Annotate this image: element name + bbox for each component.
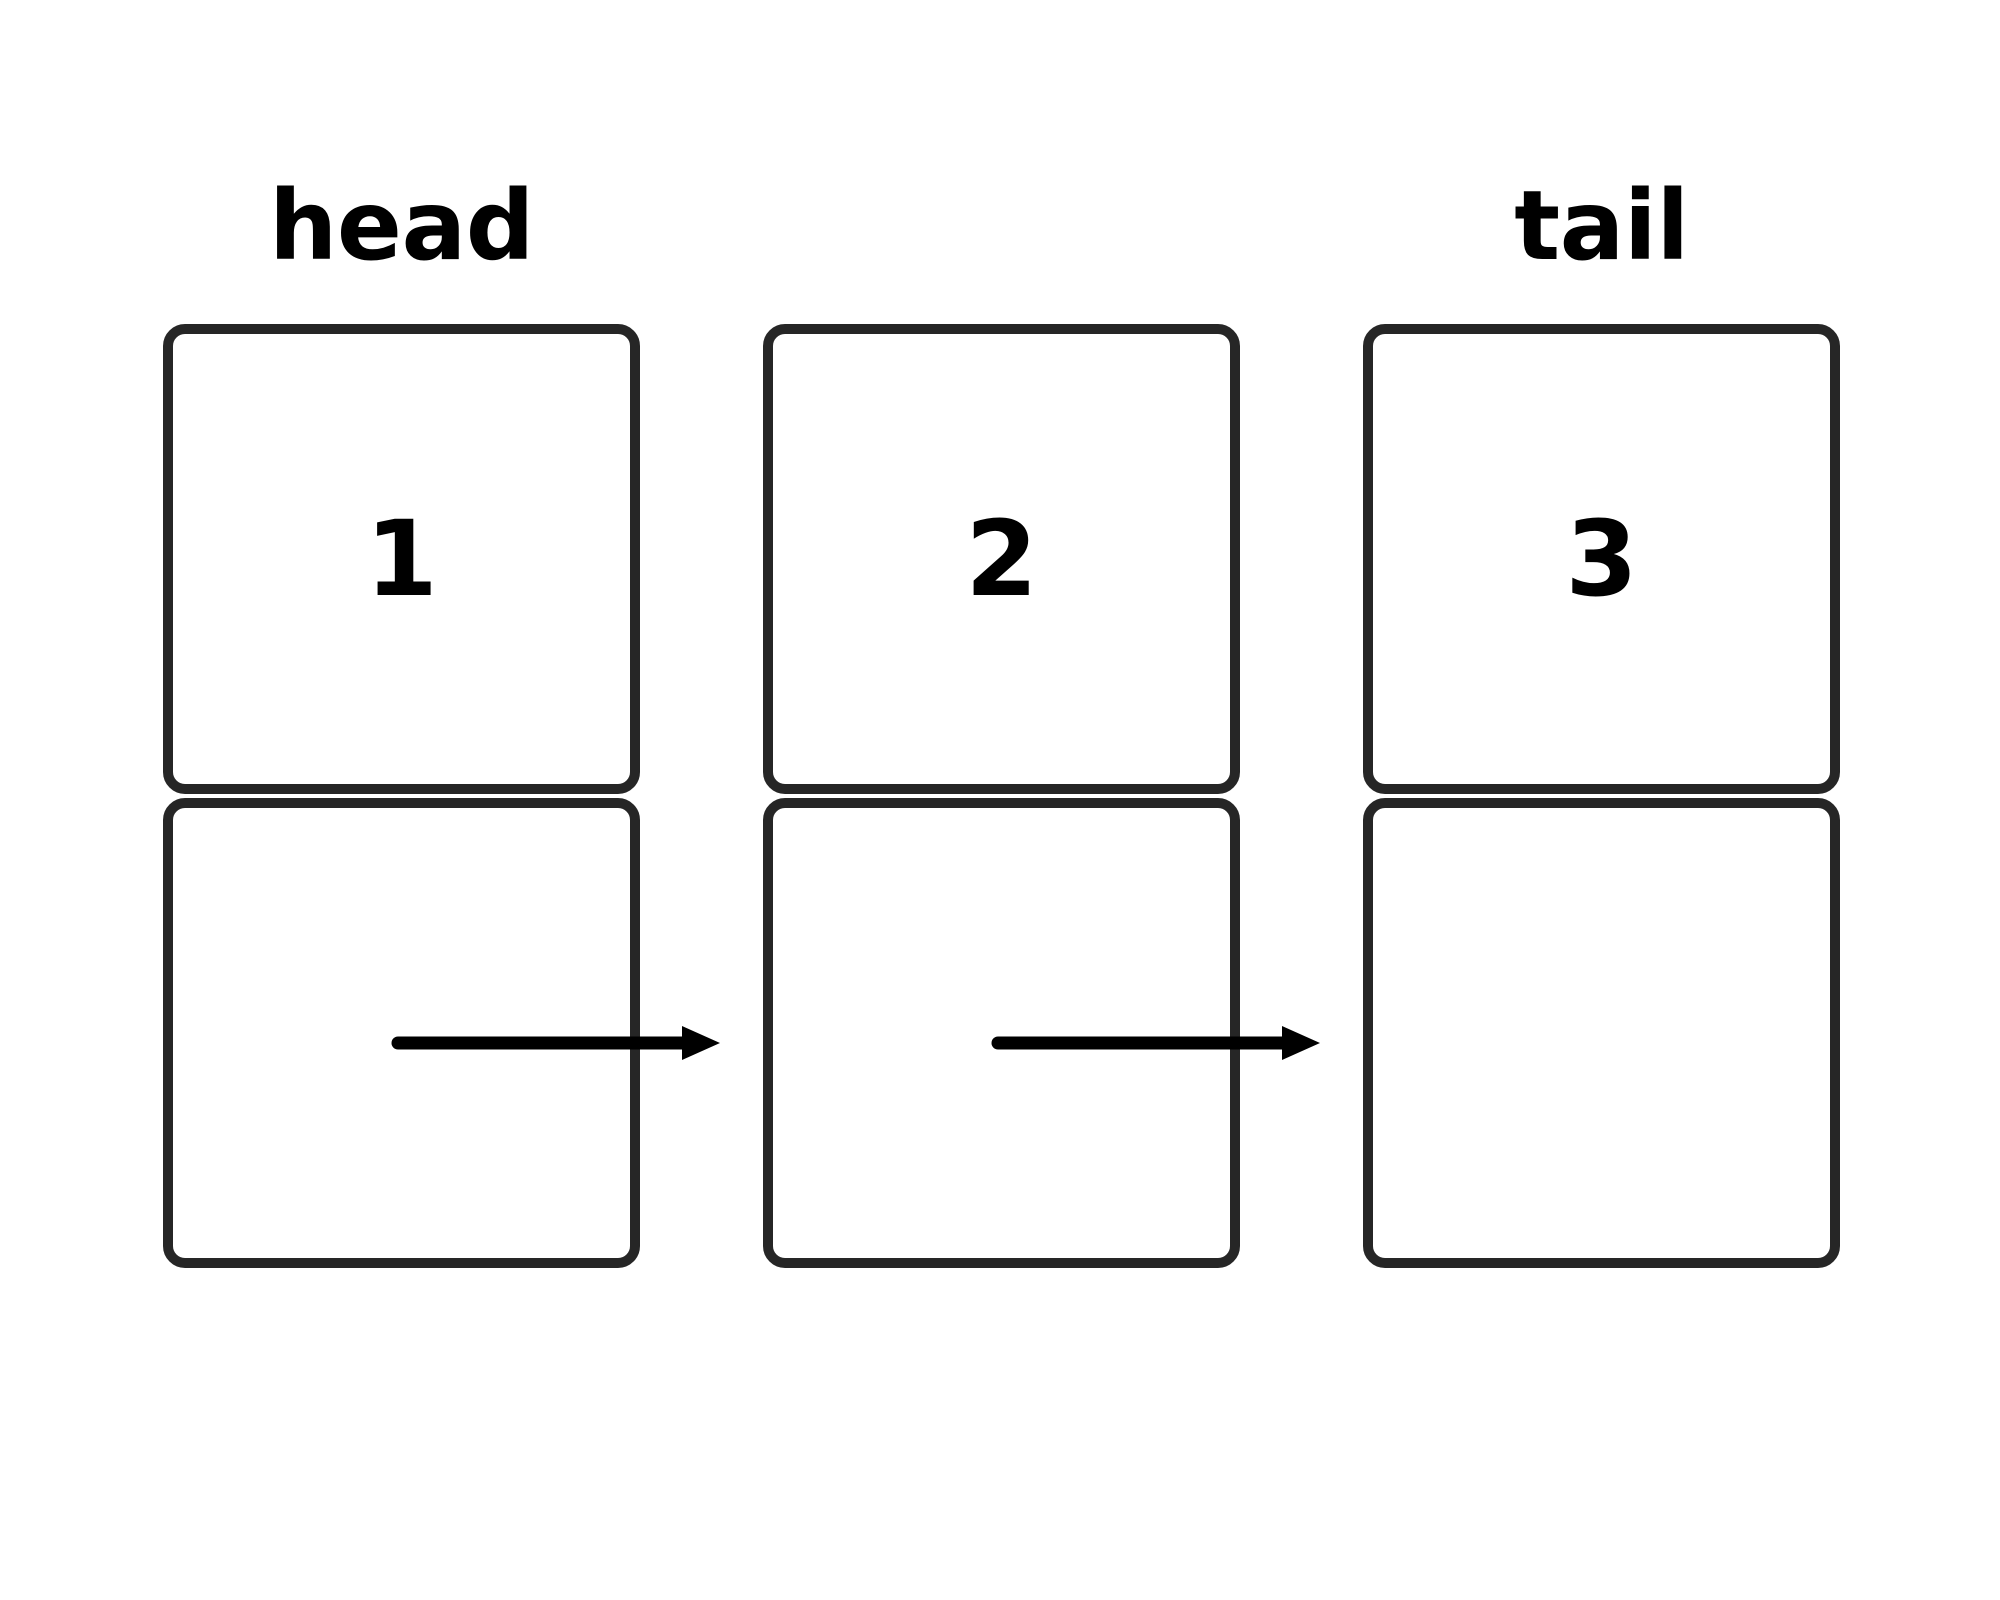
list-node-2: 2: [763, 324, 1240, 1277]
list-node-3: 3: [1363, 324, 1840, 1277]
head-label: head: [269, 170, 534, 282]
node-1-value-cell: 1: [163, 324, 640, 794]
node-3-value-cell: 3: [1363, 324, 1840, 794]
node-3-next-cell: [1363, 798, 1840, 1268]
list-node-1: 1: [163, 324, 640, 1277]
node-2-next-cell: [763, 798, 1240, 1268]
pointer-arrow-node2-to-node3: [991, 1026, 1320, 1060]
node-1-next-cell: [163, 798, 640, 1268]
node-1-value: 1: [365, 498, 438, 620]
pointer-arrow-node1-to-node2: [391, 1026, 720, 1060]
node-3-value: 3: [1565, 498, 1638, 620]
node-2-value: 2: [965, 498, 1038, 620]
node-2-value-cell: 2: [763, 324, 1240, 794]
tail-label: tail: [1514, 170, 1689, 282]
